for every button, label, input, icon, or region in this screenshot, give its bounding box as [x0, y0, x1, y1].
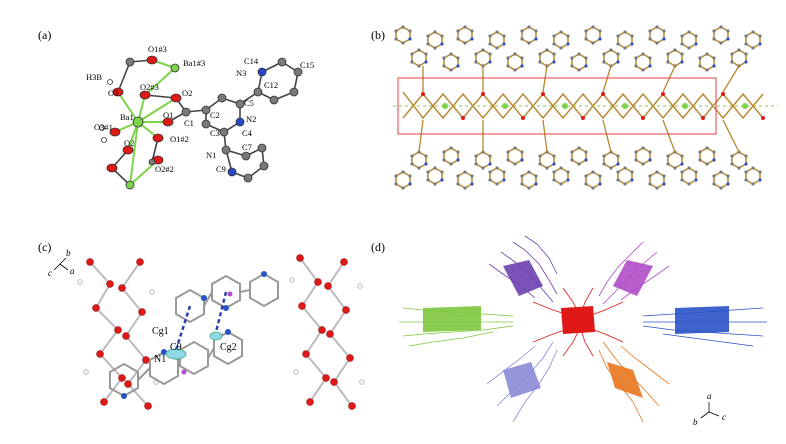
atom-label-c15: C15 — [300, 60, 314, 70]
label-n1: N1 — [154, 354, 166, 365]
panel-d-axis-b: b — [693, 417, 698, 427]
atom-label-c1: C1 — [184, 118, 194, 128]
atom-label-o1-2: O1#2 — [170, 134, 189, 144]
atom-label-o2-2: O2#2 — [155, 164, 174, 174]
panel-c: (c) b c a — [0, 222, 393, 444]
atom-label-c9: C9 — [216, 164, 226, 174]
panel-d-axis-c: c — [722, 412, 726, 422]
atom-label-c2: C2 — [210, 110, 220, 120]
label-c9: C9 — [170, 342, 182, 353]
central-red-polyhedron — [561, 306, 595, 334]
panel-d-label: (d) — [371, 240, 385, 254]
panel-b-label: (b) — [371, 28, 385, 42]
panel-a-ortep-structure: O1#3 Ba1#3 H3B O3 O2#3 O2 C1 Ba1 O3#1 O1… — [86, 44, 314, 190]
panel-a: (a) — [0, 0, 393, 222]
atom-label-c3: C3 — [210, 128, 220, 138]
unit-cell-box — [397, 77, 717, 135]
panel-d-axis-a: a — [707, 391, 712, 401]
atom-label-o2-3: O2#3 — [140, 82, 159, 92]
panel-d-axis-triad — [700, 402, 720, 419]
atom-label-h3b: H3B — [86, 72, 102, 82]
panel-d-3d-framework: a b c — [399, 235, 767, 427]
panel-c-pi-stacking: b c a — [48, 248, 365, 410]
atom-label-ba1: Ba1 — [120, 112, 134, 122]
atom-label-c4: C4 — [242, 128, 253, 138]
centroid-cg2 — [209, 331, 223, 341]
atom-label-n2: N2 — [246, 114, 256, 124]
panel-c-axis-b: b — [66, 248, 71, 258]
panel-a-label: (a) — [38, 28, 52, 42]
panel-c-axis-triad — [53, 257, 69, 271]
atom-label-c7: C7 — [242, 142, 252, 152]
atom-label-o3-1: O3#1 — [94, 122, 113, 132]
label-cg1: Cg1 — [152, 326, 169, 337]
panel-b-framework-packing — [393, 24, 778, 191]
panel-c-axis-a: a — [70, 266, 75, 276]
label-cg2: Cg2 — [220, 342, 237, 353]
atom-label-o1-3: O1#3 — [148, 44, 167, 54]
atom-label-c14: C14 — [244, 56, 259, 66]
centroid-cg1 — [165, 348, 187, 360]
panel-c-label: (c) — [38, 240, 52, 254]
atom-label-ba1-3: Ba1#3 — [183, 58, 205, 68]
atom-label-n1: N1 — [206, 150, 216, 160]
atom-label-o2: O2 — [182, 88, 192, 98]
atom-label-c12: C12 — [264, 80, 278, 90]
panel-d: (d) — [371, 222, 786, 444]
atom-label-o2-lower: O2 — [124, 138, 134, 148]
atom-label-o3: O3 — [108, 88, 118, 98]
panel-b: (b) — [371, 0, 786, 222]
atom-label-o1: O1 — [163, 110, 173, 120]
panel-c-axis-c: c — [48, 268, 52, 278]
atom-label-c5: C5 — [244, 98, 254, 108]
atom-label-n3: N3 — [236, 68, 246, 78]
